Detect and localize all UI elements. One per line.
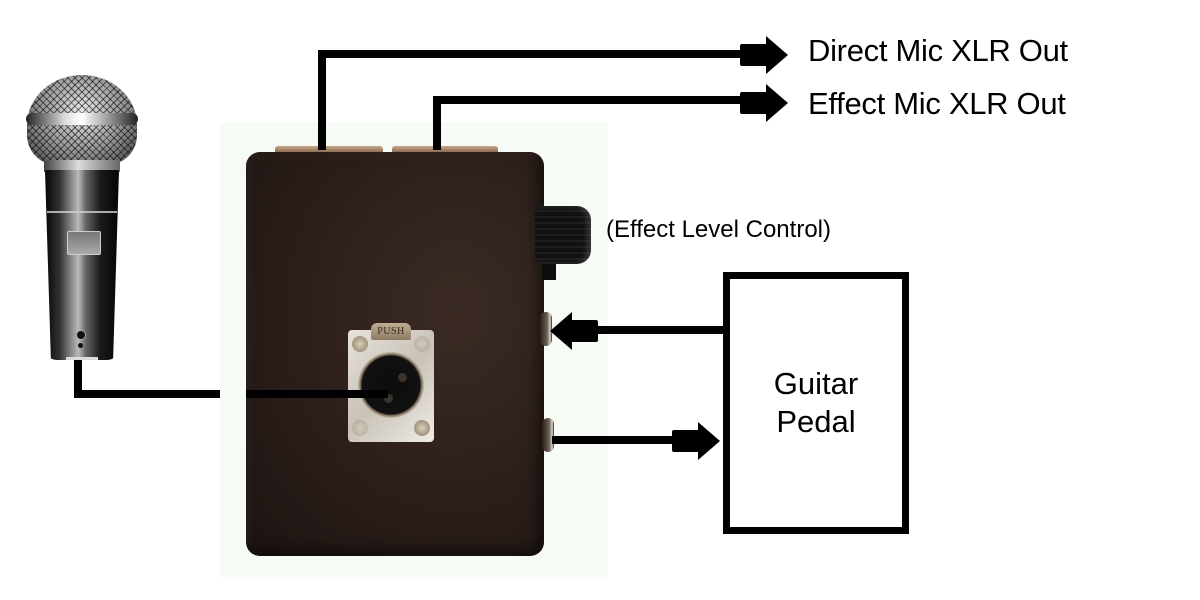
top-xlr-direct [275, 146, 383, 154]
mic-hole-icon [78, 343, 83, 348]
knob-shaft [542, 262, 556, 280]
mic-base [66, 357, 98, 360]
mic-seam [47, 211, 117, 213]
mic-cable-into-socket [246, 390, 388, 398]
send-wire [552, 436, 674, 444]
top-xlr-effect [392, 146, 498, 154]
direct-out-wire-vertical [318, 50, 326, 150]
arrow-right-icon [672, 422, 720, 460]
direct-out-wire-horizontal [318, 50, 746, 58]
effect-out-wire-horizontal [433, 96, 746, 104]
mic-handle [45, 170, 119, 360]
arrow-right-icon [740, 84, 788, 122]
arrow-left-icon [550, 312, 598, 350]
pedal-label-line1: Guitar [773, 366, 859, 401]
effect-out-wire-vertical [433, 96, 441, 150]
screw-hole-icon [352, 420, 368, 436]
screw-icon [352, 336, 368, 352]
mic-cable-vertical [74, 360, 82, 398]
screw-hole-icon [414, 336, 430, 352]
guitar-pedal: Guitar Pedal [723, 272, 909, 534]
mic-switch [67, 231, 101, 255]
mic-screw-icon [76, 330, 86, 340]
xlr-pin-icon [398, 373, 407, 382]
xlr-push-tab: PUSH [371, 323, 411, 340]
mic-collar [44, 160, 120, 172]
knob-label: (Effect Level Control) [606, 216, 831, 243]
return-jack [540, 312, 552, 346]
arrow-right-icon [740, 36, 788, 74]
effect-level-knob[interactable] [535, 206, 591, 264]
mic-grille-band [26, 113, 138, 125]
direct-out-label: Direct Mic XLR Out [808, 33, 1068, 68]
pedal-label-line2: Pedal [776, 404, 856, 439]
send-jack [542, 418, 554, 452]
xlr-input-socket [358, 352, 424, 418]
xlr-pin-icon [384, 394, 393, 403]
return-wire [598, 326, 726, 334]
effect-out-label: Effect Mic XLR Out [808, 86, 1066, 121]
screw-icon [414, 420, 430, 436]
